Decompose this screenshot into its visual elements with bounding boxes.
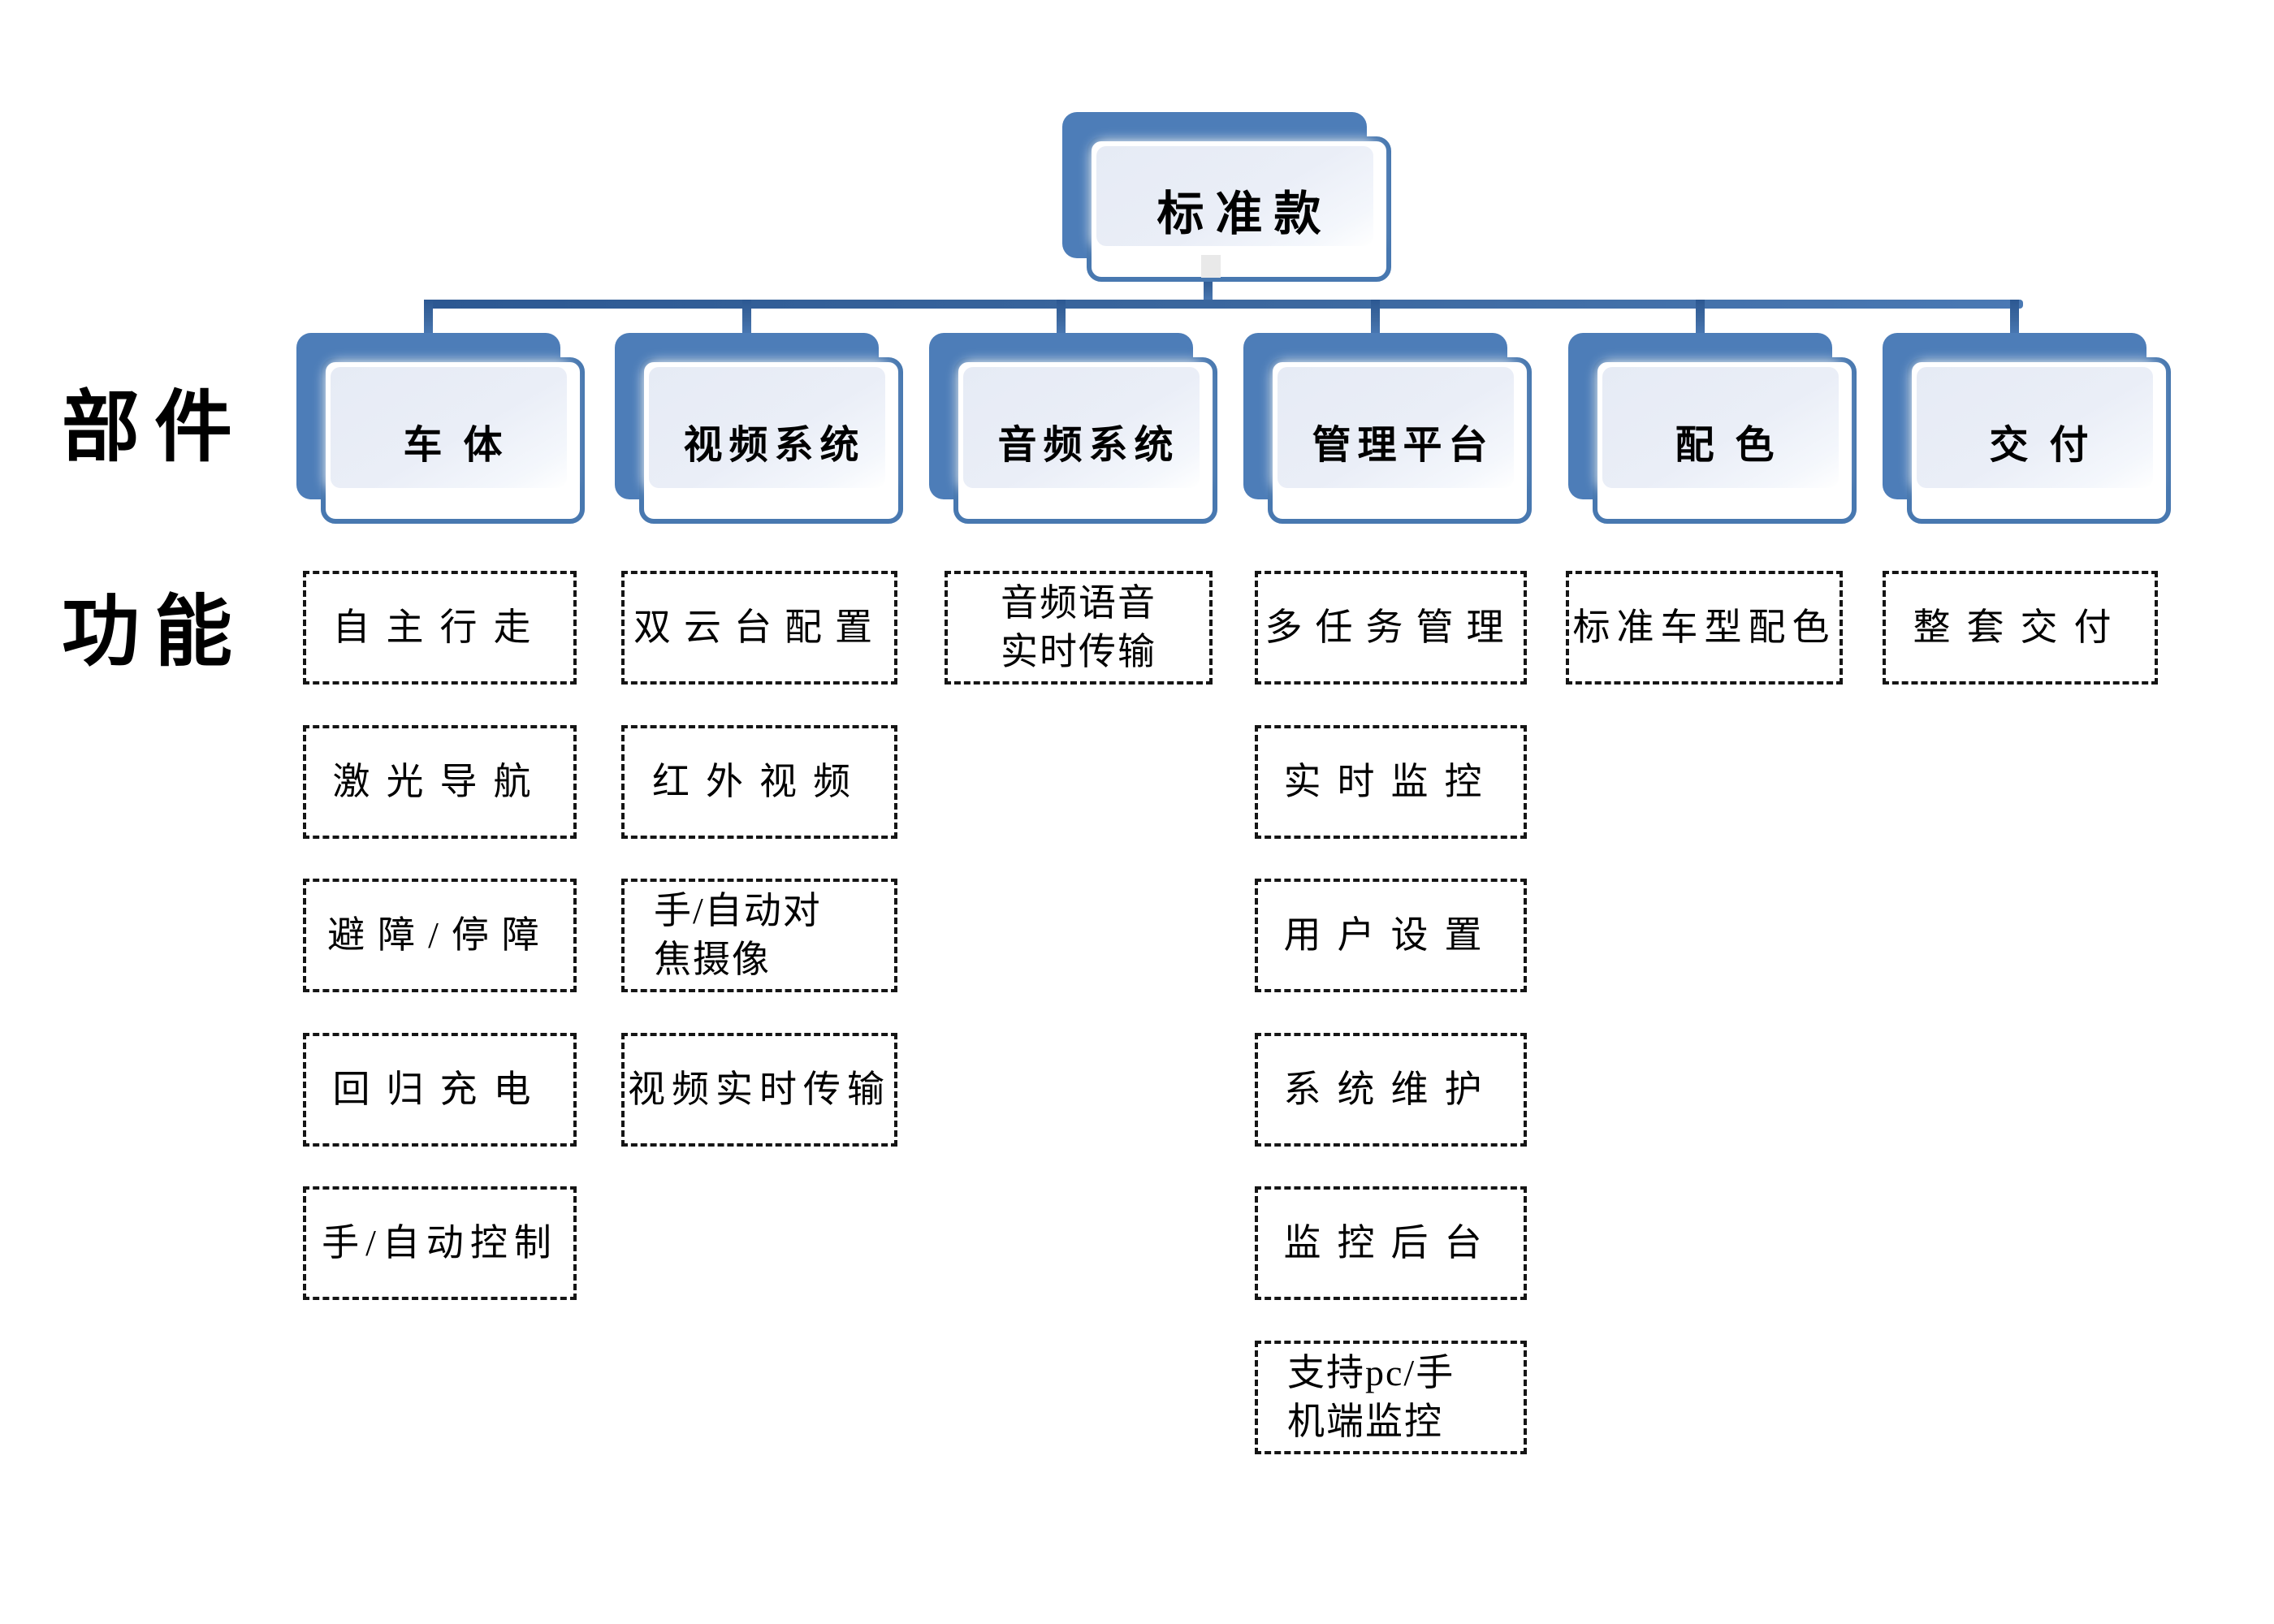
group-node-label: 配色 bbox=[1675, 423, 1796, 467]
feature-box: 多任务管理 bbox=[1255, 571, 1527, 685]
group-node-surface bbox=[1602, 367, 1839, 488]
feature-label: 视频实时传输 bbox=[628, 1069, 891, 1111]
root-node-surface bbox=[1096, 146, 1373, 246]
feature-box: 自主行走 bbox=[303, 571, 577, 685]
group-node-label: 视频系统 bbox=[683, 423, 866, 467]
root-node: 标准款 bbox=[1087, 136, 1391, 282]
feature-box: 用户设置 bbox=[1255, 879, 1527, 992]
feature-box: 回归充电 bbox=[303, 1033, 577, 1147]
feature-label: 双云台配置 bbox=[633, 607, 885, 649]
feature-label: 系统维护 bbox=[1283, 1069, 1498, 1111]
group-node-surface bbox=[1917, 367, 2153, 488]
feature-label: 标准车型配色 bbox=[1572, 607, 1836, 649]
feature-label: 支持pc/手 机端监控 bbox=[1287, 1352, 1455, 1442]
group-node-surface bbox=[963, 367, 1200, 488]
feature-box: 系统维护 bbox=[1255, 1033, 1527, 1147]
feature-label: 避障/停障 bbox=[327, 914, 552, 957]
group-node-label: 管理平台 bbox=[1312, 423, 1494, 467]
feature-label: 用户设置 bbox=[1283, 914, 1498, 957]
feature-label: 音频语音 实时传输 bbox=[1001, 582, 1156, 672]
feature-box: 监控后台 bbox=[1255, 1186, 1527, 1300]
connector-stub bbox=[742, 300, 751, 335]
connector-stub bbox=[2010, 300, 2019, 335]
group-node: 音频系统 bbox=[953, 357, 1217, 524]
feature-label: 回归充电 bbox=[332, 1069, 547, 1111]
group-node: 交付 bbox=[1907, 357, 2171, 524]
feature-box: 支持pc/手 机端监控 bbox=[1255, 1341, 1527, 1454]
group-node-surface bbox=[331, 367, 567, 488]
group-node: 管理平台 bbox=[1268, 357, 1532, 524]
feature-label: 实时监控 bbox=[1283, 761, 1498, 803]
root-connector-stub bbox=[1204, 276, 1213, 301]
group-node: 车体 bbox=[321, 357, 585, 524]
feature-label: 激光导航 bbox=[332, 761, 547, 803]
connector-stub bbox=[1057, 300, 1066, 335]
group-node-label: 音频系统 bbox=[997, 423, 1180, 467]
feature-label: 手/自动控制 bbox=[322, 1222, 558, 1264]
group-node-label: 车体 bbox=[403, 423, 524, 467]
root-node-label: 标准款 bbox=[1156, 187, 1333, 240]
feature-label: 自主行走 bbox=[332, 607, 547, 649]
group-node-label: 交付 bbox=[1989, 423, 2110, 467]
connector-stub bbox=[1696, 300, 1705, 335]
feature-box: 手/自动对 焦摄像 bbox=[621, 879, 897, 992]
feature-label: 手/自动对 焦摄像 bbox=[654, 890, 822, 980]
group-node: 视频系统 bbox=[639, 357, 903, 524]
feature-box: 实时监控 bbox=[1255, 725, 1527, 839]
group-node-surface bbox=[1278, 367, 1514, 488]
feature-box: 红外视频 bbox=[621, 725, 897, 839]
feature-label: 整套交付 bbox=[1913, 607, 2128, 649]
feature-label: 监控后台 bbox=[1283, 1222, 1498, 1264]
feature-box: 视频实时传输 bbox=[621, 1033, 897, 1147]
feature-box: 整套交付 bbox=[1883, 571, 2158, 685]
root-card-notch bbox=[1201, 255, 1221, 278]
group-node-surface bbox=[649, 367, 885, 488]
feature-box: 音频语音 实时传输 bbox=[945, 571, 1213, 685]
feature-box: 标准车型配色 bbox=[1566, 571, 1843, 685]
connector-stub bbox=[424, 300, 433, 335]
connector-stub bbox=[1371, 300, 1380, 335]
feature-label: 多任务管理 bbox=[1265, 607, 1517, 649]
feature-box: 激光导航 bbox=[303, 725, 577, 839]
feature-box: 避障/停障 bbox=[303, 879, 577, 992]
connector-bar bbox=[424, 300, 2023, 309]
feature-box: 手/自动控制 bbox=[303, 1186, 577, 1300]
feature-box: 双云台配置 bbox=[621, 571, 897, 685]
feature-label: 红外视频 bbox=[652, 761, 867, 803]
row-label-components: 部件 bbox=[62, 384, 247, 471]
group-node: 配色 bbox=[1593, 357, 1857, 524]
row-label-functions: 功能 bbox=[62, 589, 247, 676]
